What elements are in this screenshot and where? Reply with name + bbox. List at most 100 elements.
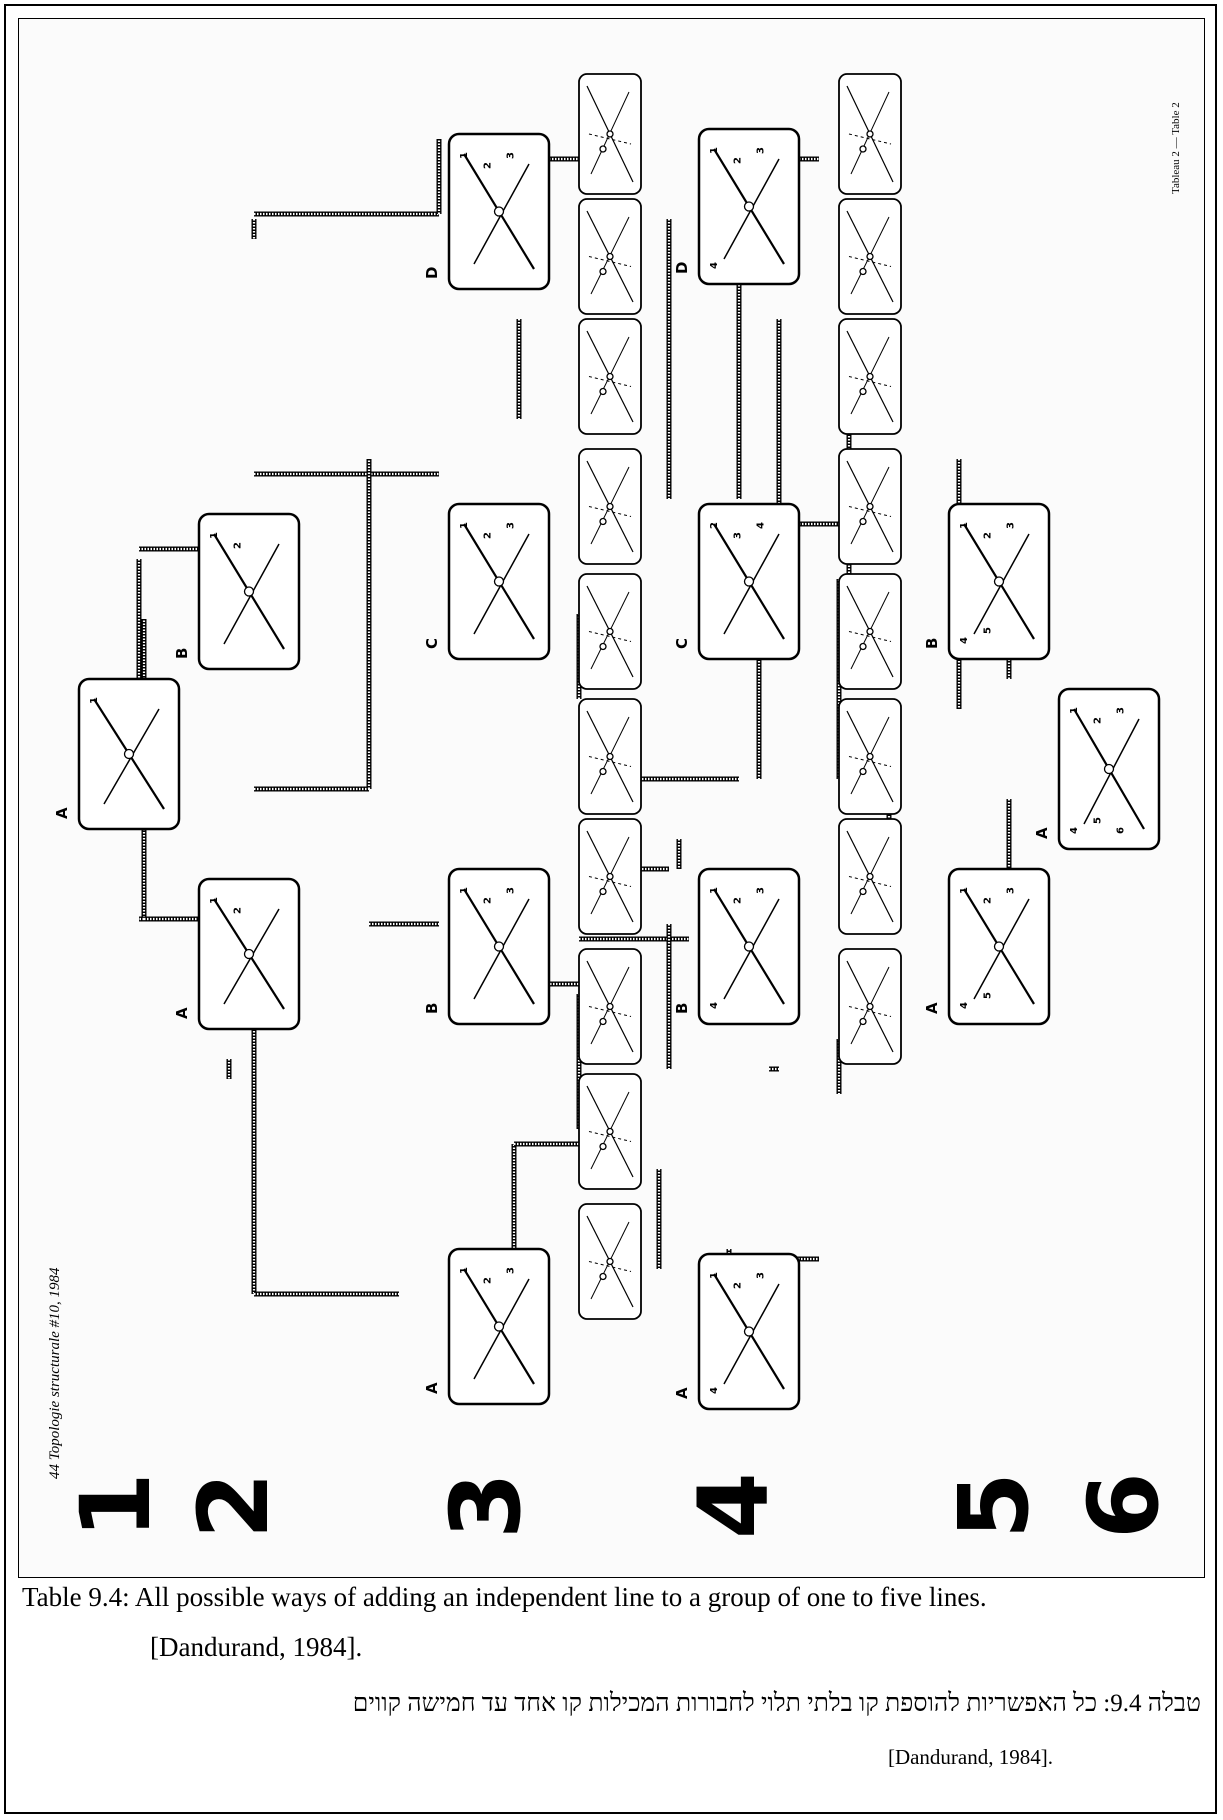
row-numeral-1: 1 xyxy=(60,1472,172,1539)
intersection-node xyxy=(600,269,606,275)
line-label: 1 xyxy=(709,147,720,154)
box-letter-r3_B: B xyxy=(423,1003,441,1014)
caption-english-line1: Table 9.4: All possible ways of adding a… xyxy=(22,1582,1202,1613)
line-label: 3 xyxy=(1116,707,1127,714)
line-label: 4 xyxy=(959,1002,970,1009)
box-letter-r4_C: C xyxy=(673,638,691,649)
intersection-node xyxy=(600,146,606,152)
table-figure: A1A12B12A123B123C123D123A1234B1234C234D1… xyxy=(18,18,1205,1578)
line-label: 3 xyxy=(506,522,517,529)
line-label: 1 xyxy=(959,522,970,529)
intersection-node xyxy=(600,889,606,895)
intersection-node xyxy=(600,644,606,650)
intersection-node xyxy=(607,754,613,760)
caption-english-line2: [Dandurand, 1984]. xyxy=(150,1632,650,1663)
line-label: 2 xyxy=(482,1277,493,1284)
line-label: 3 xyxy=(506,887,517,894)
intersection-node xyxy=(607,1004,613,1010)
line-label: 2 xyxy=(1092,717,1103,724)
line-label: 1 xyxy=(209,897,220,904)
intersection-node xyxy=(867,754,873,760)
row-numeral-2: 2 xyxy=(178,1472,290,1539)
intersection-node xyxy=(867,131,873,137)
line-label: 2 xyxy=(482,162,493,169)
intersection-node xyxy=(600,1144,606,1150)
intersection-node xyxy=(607,504,613,510)
line-label: 2 xyxy=(982,532,993,539)
intersection-node xyxy=(867,1004,873,1010)
line-label: 3 xyxy=(756,887,767,894)
line-label: 3 xyxy=(756,147,767,154)
intersection-node xyxy=(745,577,754,586)
line-label: 4 xyxy=(709,1387,720,1394)
intersection-node xyxy=(495,207,504,216)
intersection-node xyxy=(607,131,613,137)
intersection-node xyxy=(995,942,1004,951)
line-label: 2 xyxy=(482,532,493,539)
line-label: 1 xyxy=(459,152,470,159)
line-label: 1 xyxy=(209,532,220,539)
intersection-node xyxy=(1105,765,1114,774)
intersection-node xyxy=(245,950,254,959)
intersection-node xyxy=(745,202,754,211)
intersection-node xyxy=(600,769,606,775)
intersection-node xyxy=(245,587,254,596)
box-letter-r1_A: A xyxy=(53,807,71,819)
box-letter-r2_A: A xyxy=(173,1007,191,1019)
side-note: Tableau 2 — Table 2 xyxy=(1170,102,1182,194)
line-label: 1 xyxy=(709,887,720,894)
intersection-node xyxy=(860,146,866,152)
line-label: 5 xyxy=(982,992,993,999)
row-numeral-6: 6 xyxy=(1068,1472,1180,1539)
intersection-node xyxy=(600,1274,606,1280)
intersection-node xyxy=(600,519,606,525)
line-label: 2 xyxy=(732,157,743,164)
box-letter-r2_B: B xyxy=(173,648,191,659)
caption-hebrew-line2: .[Dandurand, 1984] xyxy=(653,1745,1053,1770)
intersection-node xyxy=(867,254,873,260)
line-label: 4 xyxy=(756,522,767,529)
line-label: 1 xyxy=(459,522,470,529)
line-label: 2 xyxy=(232,907,243,914)
row-numeral-4: 4 xyxy=(678,1472,790,1539)
row-numeral-3: 3 xyxy=(430,1472,542,1539)
intersection-node xyxy=(600,389,606,395)
line-label: 5 xyxy=(982,627,993,634)
line-label: 4 xyxy=(709,262,720,269)
box-letter-r3_A: A xyxy=(423,1382,441,1394)
topology-diagram: A1A12B12A123B123C123D123A1234B1234C234D1… xyxy=(19,19,1205,1578)
line-label: 2 xyxy=(732,897,743,904)
intersection-node xyxy=(745,1327,754,1336)
line-label: 1 xyxy=(459,887,470,894)
line-label: 4 xyxy=(1069,827,1080,834)
intersection-node xyxy=(745,942,754,951)
intersection-node xyxy=(867,874,873,880)
row-numeral-5: 5 xyxy=(938,1472,1050,1539)
line-label: 2 xyxy=(482,897,493,904)
box-letter-r3_C: C xyxy=(423,638,441,649)
figure-boxes: A1A12B12A123B123C123D123A1234B1234C234D1… xyxy=(53,74,1159,1409)
line-label: 2 xyxy=(709,522,720,529)
intersection-node xyxy=(860,519,866,525)
intersection-node xyxy=(607,1129,613,1135)
intersection-node xyxy=(607,874,613,880)
line-label: 1 xyxy=(959,887,970,894)
row-numerals: 1 2 3 4 5 6 xyxy=(60,1472,1180,1539)
line-label: 4 xyxy=(959,637,970,644)
intersection-node xyxy=(607,374,613,380)
intersection-node xyxy=(995,577,1004,586)
line-label: 6 xyxy=(1116,827,1127,834)
line-label: 4 xyxy=(709,1002,720,1009)
line-label: 2 xyxy=(232,542,243,549)
intersection-node xyxy=(860,1019,866,1025)
box-letter-r5_A: A xyxy=(923,1002,941,1014)
line-label: 3 xyxy=(506,152,517,159)
intersection-node xyxy=(860,769,866,775)
intersection-node xyxy=(867,504,873,510)
intersection-node xyxy=(495,1322,504,1331)
line-label: 2 xyxy=(732,1282,743,1289)
running-head: 44 Topologie structurale #10, 1984 xyxy=(47,1267,63,1479)
caption-hebrew-line1: טבלה 9.4: כל האפשריות להוספת קו בלתי תלו… xyxy=(21,1690,1201,1718)
intersection-node xyxy=(860,389,866,395)
intersection-node xyxy=(860,269,866,275)
